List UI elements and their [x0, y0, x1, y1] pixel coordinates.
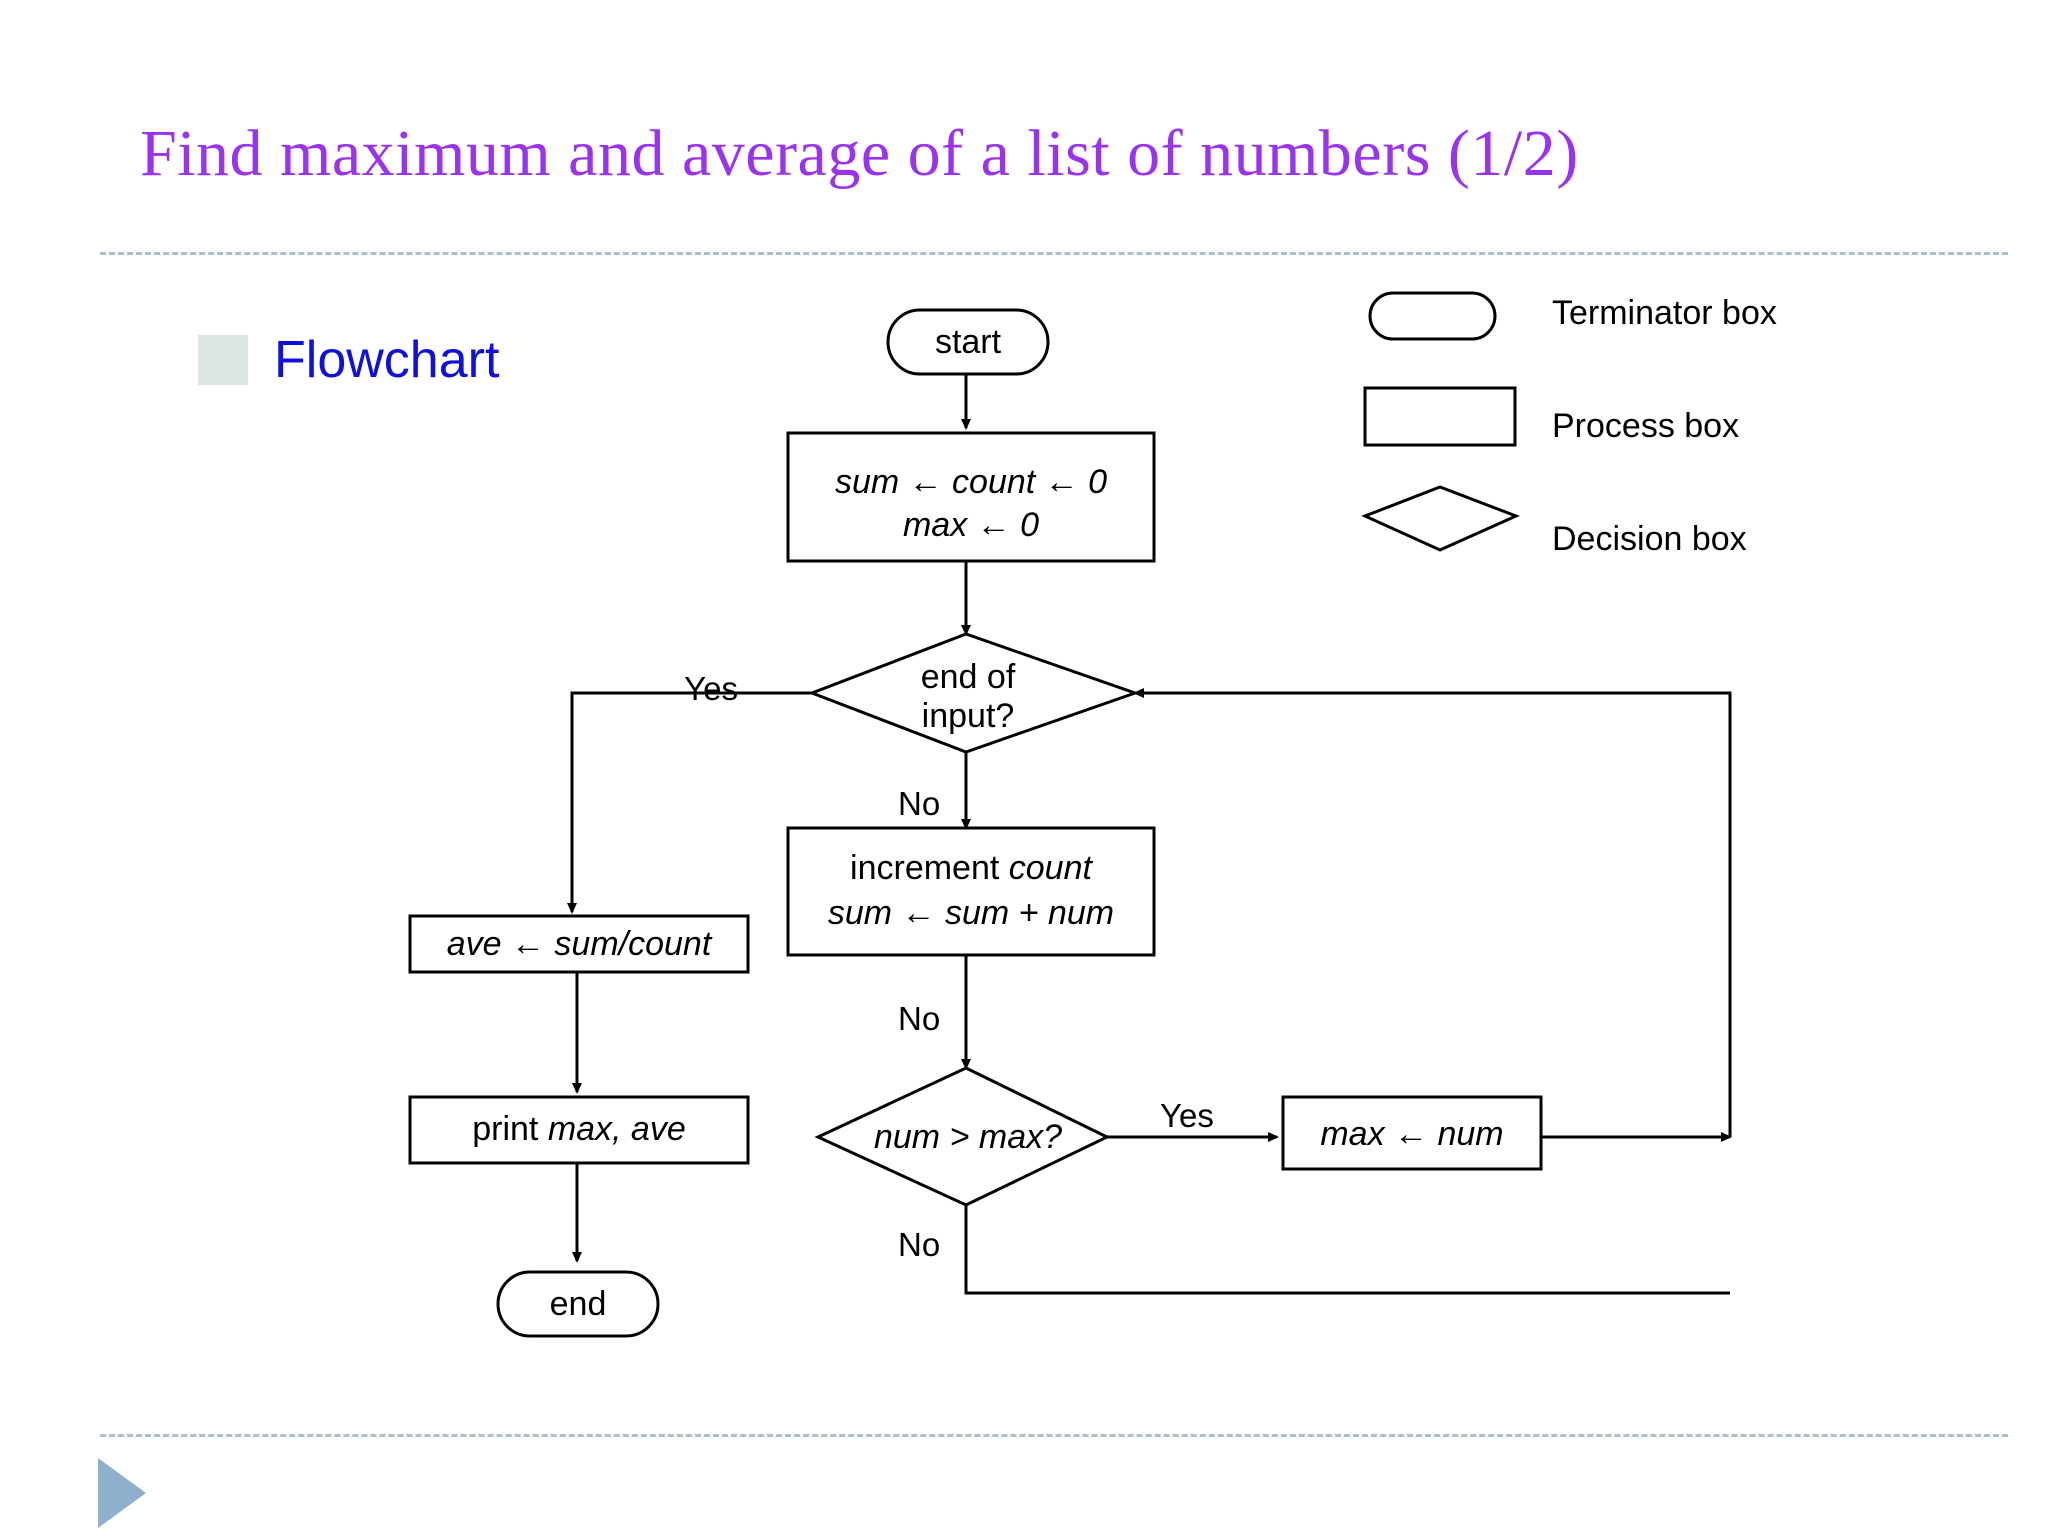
- edge-label-numgtmax-yes: Yes: [1160, 1097, 1214, 1134]
- legend-process-label: Process box: [1552, 407, 1739, 445]
- node-num-gt-max[interactable]: num > max?: [814, 1066, 1111, 1207]
- node-increment-line1-plain: increment: [850, 849, 1009, 887]
- node-end-shape[interactable]: [496, 1270, 660, 1338]
- node-end-of-input-line1: end of: [921, 658, 1016, 696]
- edge-label-numgtmax-no: No: [898, 1226, 940, 1263]
- node-start-label: start: [935, 323, 1002, 361]
- node-max-assign-label: max ← num: [1320, 1115, 1503, 1153]
- legend-terminator-label: Terminator box: [1552, 294, 1777, 332]
- node-print-label: print max, ave: [472, 1110, 686, 1148]
- node-increment-shape[interactable]: [786, 826, 1156, 957]
- node-ave-label: ave ← sum/count: [447, 925, 713, 963]
- legend-decision-label: Decision box: [1552, 520, 1747, 558]
- node-end-of-input-line2: input?: [922, 697, 1015, 735]
- bottom-dashed-rule: [100, 1434, 2008, 1437]
- legend-process-shape: [1363, 386, 1517, 447]
- node-increment-line2: sum ← sum + num: [828, 894, 1114, 932]
- node-init[interactable]: sum ← count ← 0 max ← 0: [786, 431, 1156, 563]
- edge-endinput-yes: [567, 691, 812, 914]
- legend: Terminator box Process box Decision box: [1361, 291, 1777, 558]
- node-end-of-input-shape[interactable]: [807, 632, 1140, 754]
- bullet-flowchart: Flowchart: [198, 330, 499, 390]
- edge-labels: Yes No No Yes No: [684, 670, 1214, 1263]
- flow-connectors: [567, 374, 1732, 1295]
- edge-label-endinput-no: No: [898, 785, 940, 822]
- node-start-shape[interactable]: [886, 308, 1050, 376]
- top-dashed-rule: [100, 252, 2008, 255]
- edge-label-endinput-yes: Yes: [684, 670, 738, 707]
- node-end-label: end: [550, 1285, 607, 1323]
- node-init-shape[interactable]: [786, 431, 1156, 563]
- node-num-gt-max-label: num > max?: [874, 1118, 1062, 1156]
- page-title: Find maximum and average of a list of nu…: [140, 117, 1579, 190]
- node-max-assign-shape[interactable]: [1281, 1095, 1543, 1171]
- node-increment-line1-ital: count: [1009, 849, 1094, 887]
- node-ave[interactable]: ave ← sum/count: [408, 914, 750, 974]
- bullet-label: Flowchart: [274, 331, 500, 389]
- node-num-gt-max-shape[interactable]: [814, 1066, 1111, 1207]
- edge-numgtmax-no: [964, 1205, 1730, 1295]
- legend-item-process: Process box: [1363, 386, 1739, 447]
- node-increment-line1: increment count: [850, 849, 1093, 887]
- edge-return-to-endinput: [1133, 688, 1732, 1137]
- edge-label-after-increment-no: No: [898, 1000, 940, 1037]
- legend-item-terminator: Terminator box: [1368, 291, 1777, 341]
- node-end-of-input[interactable]: end of input?: [807, 632, 1140, 754]
- play-triangle-icon: [98, 1458, 146, 1528]
- node-print[interactable]: print max, ave: [408, 1095, 750, 1165]
- node-print-plain: print: [472, 1110, 548, 1148]
- legend-item-decision: Decision box: [1361, 485, 1747, 558]
- node-print-ital: max, ave: [548, 1110, 686, 1148]
- node-init-line1: sum ← count ← 0: [835, 463, 1107, 501]
- square-bullet-icon: [198, 335, 248, 385]
- node-ave-shape[interactable]: [408, 914, 750, 974]
- node-max-assign[interactable]: max ← num: [1281, 1095, 1543, 1171]
- node-start[interactable]: start: [886, 308, 1050, 376]
- node-end[interactable]: end: [496, 1270, 660, 1338]
- node-init-line2: max ← 0: [903, 506, 1039, 544]
- legend-terminator-shape: [1368, 291, 1497, 341]
- node-increment[interactable]: increment count sum ← sum + num: [786, 826, 1156, 957]
- node-print-shape[interactable]: [408, 1095, 750, 1165]
- legend-decision-shape: [1361, 485, 1520, 552]
